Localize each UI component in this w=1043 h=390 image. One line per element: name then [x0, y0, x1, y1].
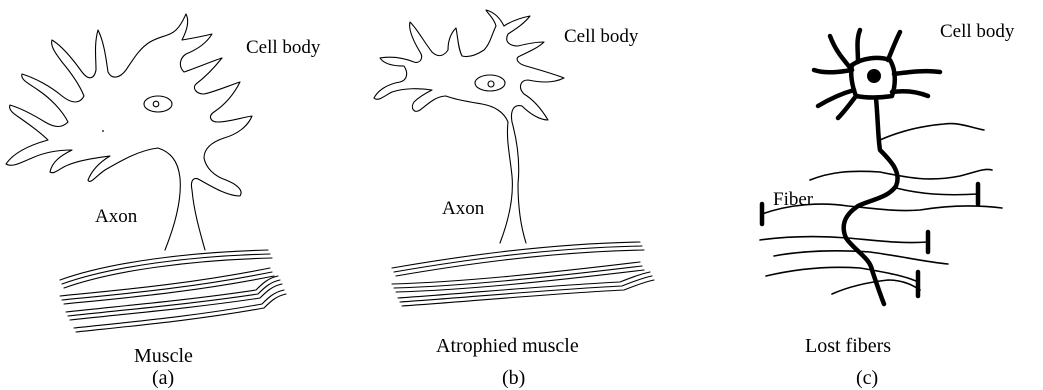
panel-a-axon-label: Axon [95, 206, 138, 227]
panel-c-dendrite [892, 91, 928, 96]
panel-c-dendrite [838, 96, 856, 118]
panel-c-fiber-label: Fiber [773, 189, 814, 210]
panel-a-nucleolus [153, 101, 159, 107]
panel-a-cell-body-label: Cell body [246, 37, 321, 58]
panel-c-dendrite [888, 32, 900, 60]
panel-b-cell-body-label: Cell body [564, 26, 639, 47]
panel-b-muscle [392, 242, 654, 306]
panel-a-dot [102, 130, 104, 132]
muscle-fiber-line [392, 262, 640, 284]
panel-a-letter: (a) [152, 367, 174, 389]
panel-a: Cell body Axon Muscle (a) [6, 14, 321, 389]
muscle-fiber-line [394, 266, 642, 288]
panel-c-fiber-line [880, 124, 984, 140]
muscle-fiber-line [70, 284, 282, 320]
muscle-fiber-line [402, 280, 654, 306]
panel-b-nucleolus [488, 81, 494, 87]
muscle-fiber-line [64, 276, 274, 304]
panel-c-fiber-line [760, 237, 928, 243]
panel-c-letter: (c) [856, 367, 878, 389]
panel-c-cell-body-label: Cell body [940, 21, 1015, 42]
panel-c-fiber-line [810, 169, 992, 180]
panel-c-neuron [814, 30, 940, 304]
panel-c-nucleus [867, 69, 881, 83]
panel-b-letter: (b) [502, 367, 525, 389]
muscle-fiber-line [400, 276, 652, 302]
panel-a-muscle [60, 250, 286, 332]
panel-b-nucleus [475, 75, 505, 91]
panel-c-dendrite [830, 36, 852, 70]
panel-a-caption: Muscle [134, 345, 193, 367]
panel-b-axon-label: Axon [442, 198, 485, 219]
panel-c-dendrite [814, 70, 852, 72]
panel-c: Cell body Fiber Lost fibers (c) [760, 21, 1015, 389]
panel-c-fiber-line [896, 188, 978, 195]
panel-c-dendrite [858, 30, 861, 62]
muscle-fiber-line [62, 272, 272, 300]
panel-a-nucleus [144, 96, 172, 112]
panel-c-caption: Lost fibers [805, 335, 891, 357]
panel-b-caption: Atrophied muscle [436, 335, 579, 357]
muscle-fiber-line [60, 268, 270, 296]
panel-b: Cell body Axon Atrophied muscle (b) [374, 10, 654, 389]
muscle-fiber-line [398, 272, 650, 298]
panel-c-dendrite [894, 71, 940, 74]
